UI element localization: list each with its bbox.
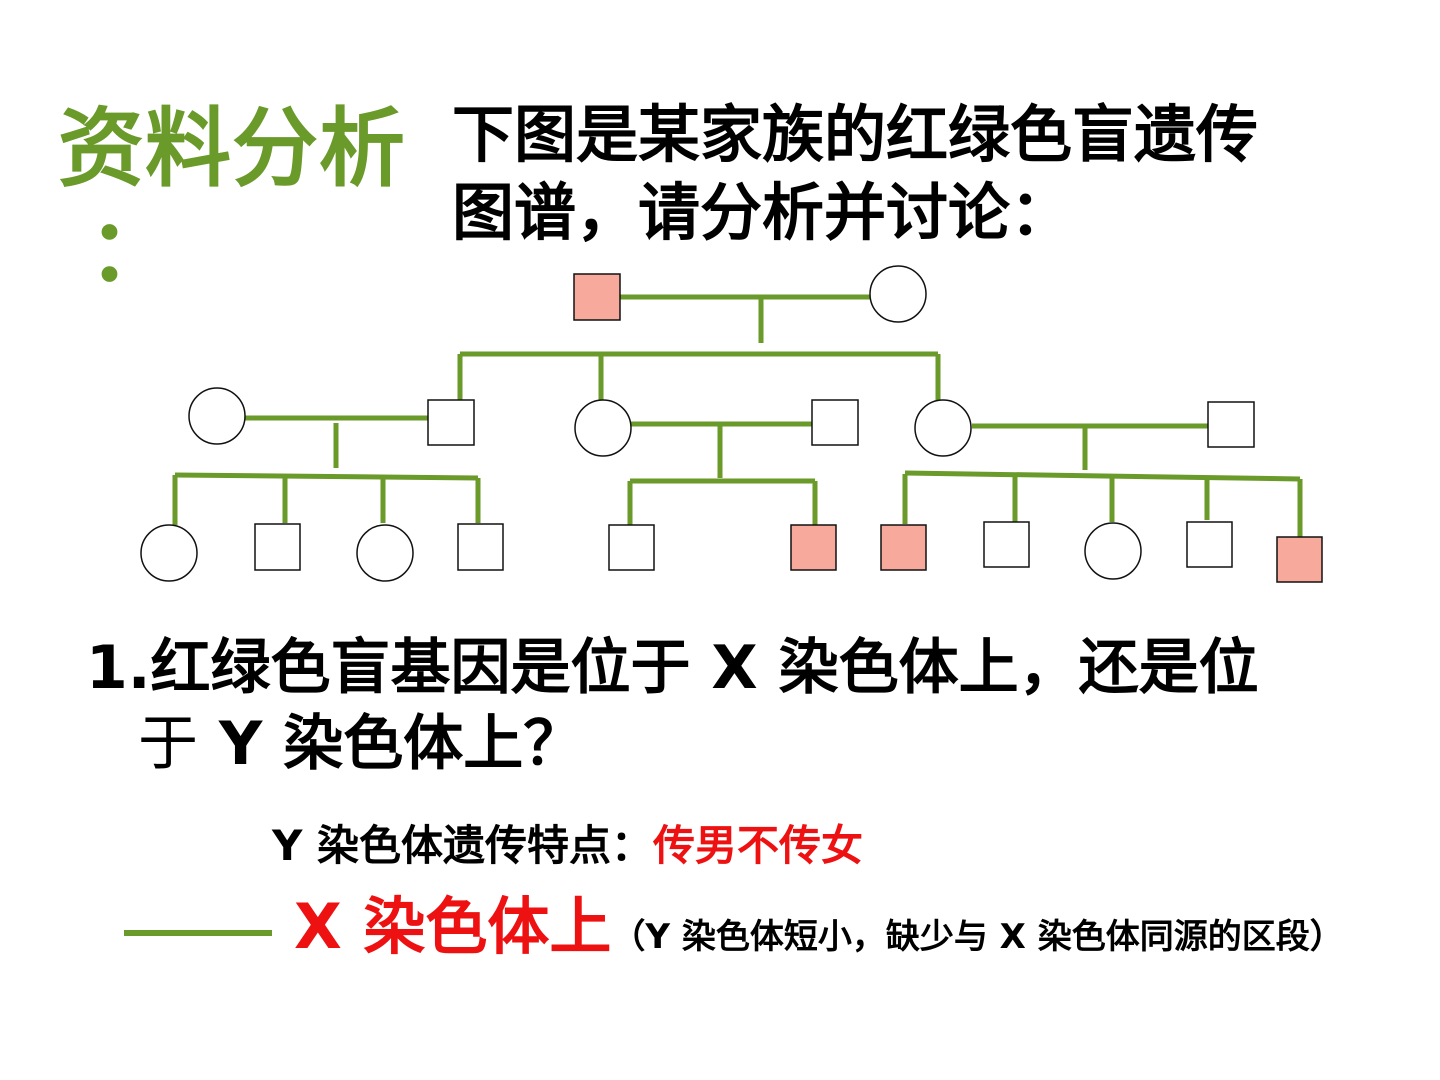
gen3-b-affected-male-2	[790, 524, 837, 571]
gen3-c-affected-male-1	[880, 524, 927, 571]
gen2-spouse-male-c	[1207, 401, 1255, 448]
sibship-line-a	[174, 472, 479, 481]
answer-main: X 染色体上	[294, 890, 612, 963]
question-1-line-2: 于 Y 染色体上？	[86, 706, 1366, 782]
gen3-a-female-3	[356, 524, 414, 582]
y-inheritance-trait: Y 染色体遗传特点：传男不传女	[272, 812, 863, 873]
intro-text: 下图是某家族的红绿色盲遗传 图谱，请分析并讨论：	[452, 96, 1352, 252]
gen2-son-male	[427, 399, 475, 446]
section-title: 资料分析	[58, 99, 406, 199]
gen3-a-male-4	[457, 523, 504, 571]
answer-dash	[124, 930, 272, 936]
gen3-c-affected-male-5	[1276, 536, 1323, 583]
sibship-line-c	[904, 470, 1301, 482]
gen2-daughter-female-c	[914, 399, 972, 457]
intro-line-2: 图谱，请分析并讨论：	[452, 176, 1073, 249]
gen1-mother-female	[869, 265, 927, 323]
answer-note: （Y 染色体短小，缺少与 X 染色体同源的区段）	[611, 917, 1344, 957]
question-1-line-1: 1.红绿色盲基因是位于 X 染色体上，还是位	[86, 633, 1259, 703]
question-1: 1.红绿色盲基因是位于 X 染色体上，还是位 于 Y 染色体上？	[86, 630, 1366, 782]
gen3-b-male-1	[608, 524, 655, 571]
gen3-c-female-3	[1084, 522, 1142, 580]
gen3-a-female-1	[140, 524, 198, 582]
y-trait-label: Y 染色体遗传特点：	[272, 821, 654, 870]
gen2-spouse-male-b	[811, 399, 859, 446]
intro-line-1: 下图是某家族的红绿色盲遗传	[452, 98, 1259, 171]
section-title-colon: ：	[88, 201, 174, 301]
y-trait-value: 传男不传女	[653, 821, 864, 870]
gen2-daughter-female-b	[574, 399, 632, 457]
gen2-spouse-female-a	[188, 387, 246, 445]
question-1-line-2-rest: Y 染色体上？	[198, 709, 584, 779]
pedigree-members	[140, 265, 1323, 583]
gen3-a-male-2	[254, 523, 301, 571]
pedigree-diagram	[140, 265, 1323, 583]
answer-text: X 染色体上（Y 染色体短小，缺少与 X 染色体同源的区段）	[294, 896, 1414, 970]
gen3-c-male-2	[983, 521, 1030, 568]
gen1-father-affected-male	[573, 273, 621, 321]
gen3-c-male-4	[1186, 521, 1233, 568]
question-1-line-2-prefix: 于	[138, 709, 198, 779]
pedigree-lines	[172, 294, 1303, 537]
